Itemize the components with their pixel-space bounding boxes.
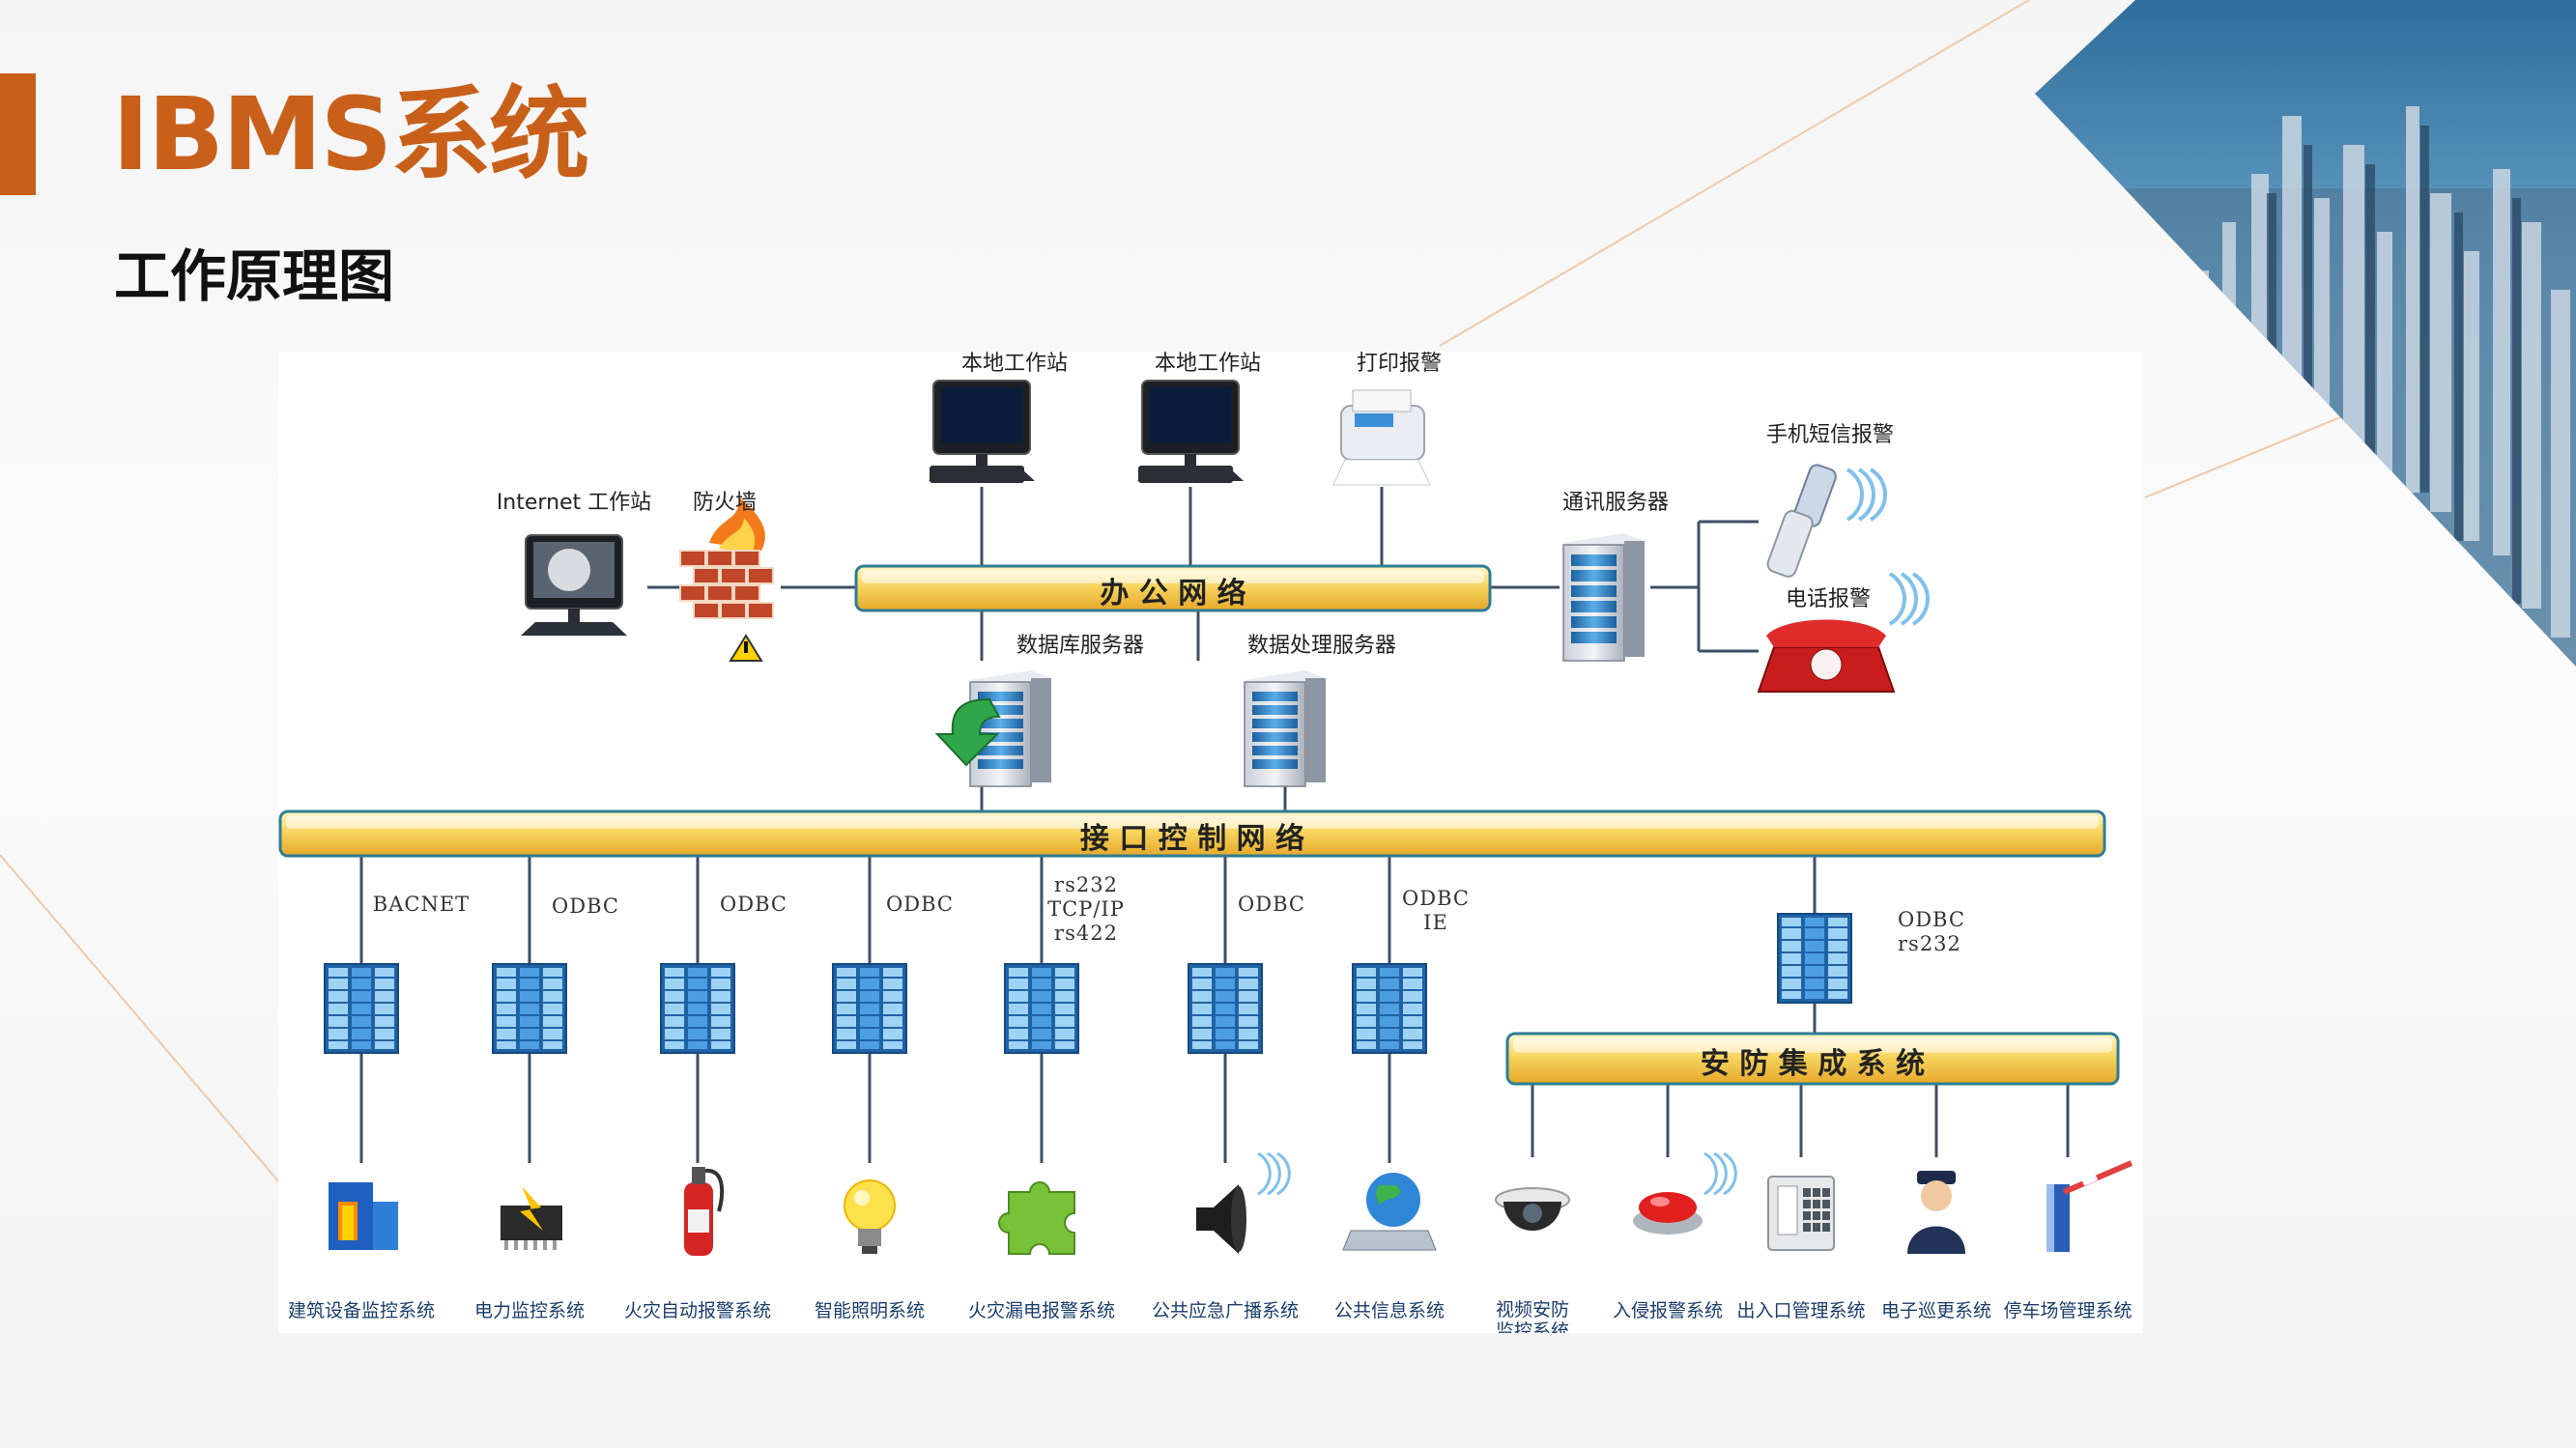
subsystem-label-5: 火灾漏电报警系统 [967, 1300, 1116, 1321]
internet-workstation-computer [521, 534, 627, 636]
speaker-icon [1196, 1151, 1291, 1254]
security-subsystem-label-1: 视频安防 监控系统 [1495, 1299, 1570, 1333]
interface-server-1 [324, 963, 399, 1054]
comm-server-label: 通讯服务器 [1561, 491, 1670, 515]
printer-label: 打印报警 [1356, 352, 1443, 376]
deco-line [1439, 0, 2030, 347]
interface-server-4 [832, 963, 907, 1054]
guard-icon [1907, 1171, 1965, 1254]
protocol-label-5: rs232 TCP/IP rs422 [1047, 873, 1125, 946]
interface-control-bus-label: 接 口 控 制 网 络 [1079, 822, 1305, 856]
workstation-2-label: 本地工作站 [1154, 352, 1262, 376]
slide-subtitle: 工作原理图 [114, 243, 395, 309]
interface-control-bus [278, 809, 2106, 858]
interface-server-7 [1352, 963, 1427, 1054]
security-integration-bus-label: 安 防 集 成 系 统 [1700, 1047, 1926, 1081]
subsystem-label-1: 建筑设备监控系统 [287, 1300, 436, 1321]
security-subsystem-label-3: 出入口管理系统 [1736, 1300, 1866, 1321]
power-chip-icon [501, 1186, 562, 1250]
comm-server-icon [1562, 533, 1645, 662]
firewall-label: 防火墙 [692, 491, 758, 515]
interface-server-6 [1188, 963, 1263, 1054]
globe-icon [1342, 1173, 1437, 1251]
protocol-label-1: BACNET [372, 893, 471, 916]
protocol-label-3: ODBC [720, 893, 787, 916]
security-interface-server [1777, 913, 1852, 1004]
connection-lines [359, 487, 2070, 1163]
light-bulb-icon [844, 1179, 896, 1254]
puzzle-icon [998, 1181, 1075, 1255]
workstation-2-computer [1137, 380, 1244, 483]
security-protocol-label: ODBC rs232 [1898, 908, 1965, 956]
security-subsystem-label-4: 电子巡更系统 [1880, 1300, 1992, 1321]
subsystem-label-6: 公共应急广播系统 [1151, 1300, 1300, 1321]
db-server-label: 数据库服务器 [1016, 634, 1145, 658]
subsystem-label-7: 公共信息系统 [1333, 1300, 1445, 1321]
workstation-1-label: 本地工作站 [960, 352, 1069, 376]
phone-alarm-label: 电话报警 [1785, 587, 1872, 611]
sms-alarm-label: 手机短信报警 [1765, 423, 1895, 447]
dp-server-label: 数据处理服务器 [1246, 634, 1397, 658]
ibms-architecture-diagram: 本地工作站 本地工作站 打印报警 Internet 工作站 防火墙 通讯服务器 手机短信报警… [278, 352, 2143, 1333]
diagram-graphics [278, 380, 2133, 1256]
protocol-label-2: ODBC [552, 894, 619, 918]
data-processing-server-icon [1244, 670, 1326, 787]
protocol-label-4: ODBC [886, 893, 954, 916]
security-subsystem-label-5: 停车场管理系统 [2003, 1300, 2132, 1321]
security-integration-bus [1505, 1032, 2120, 1086]
building-icon [329, 1182, 398, 1250]
internet-workstation-label: Internet 工作站 [496, 491, 652, 515]
protocol-label-7: ODBC IE [1402, 887, 1470, 935]
interface-server-2 [492, 963, 567, 1054]
mobile-phone-icon [1766, 464, 1888, 578]
interface-server-5 [1004, 963, 1079, 1054]
office-network-bus [854, 564, 1492, 612]
subsystem-label-2: 电力监控系统 [473, 1300, 586, 1321]
security-subsystem-label-2: 入侵报警系统 [1612, 1300, 1724, 1321]
workstation-1-computer [929, 380, 1035, 483]
database-server-icon [969, 670, 1051, 787]
slide-title: IBMS系统 [112, 75, 589, 193]
green-arrow-icon [934, 697, 1001, 767]
firewall-icon [679, 497, 774, 662]
interface-server-3 [660, 963, 735, 1054]
telephone-icon [1757, 572, 1931, 693]
printer-icon [1332, 389, 1431, 486]
protocol-label-6: ODBC [1238, 893, 1305, 916]
fire-extinguisher-icon [684, 1167, 725, 1256]
office-network-bus-label: 办 公 网 络 [1100, 577, 1246, 610]
subsystem-label-4: 智能照明系统 [814, 1300, 926, 1321]
alarm-button-icon [1633, 1151, 1737, 1235]
keypad-icon [1767, 1176, 1835, 1251]
barrier-gate-icon [2046, 1160, 2133, 1252]
title-accent-bar [0, 73, 36, 195]
deco-line [0, 854, 281, 1184]
camera-icon [1495, 1187, 1570, 1231]
subsystem-label-3: 火灾自动报警系统 [623, 1300, 772, 1321]
